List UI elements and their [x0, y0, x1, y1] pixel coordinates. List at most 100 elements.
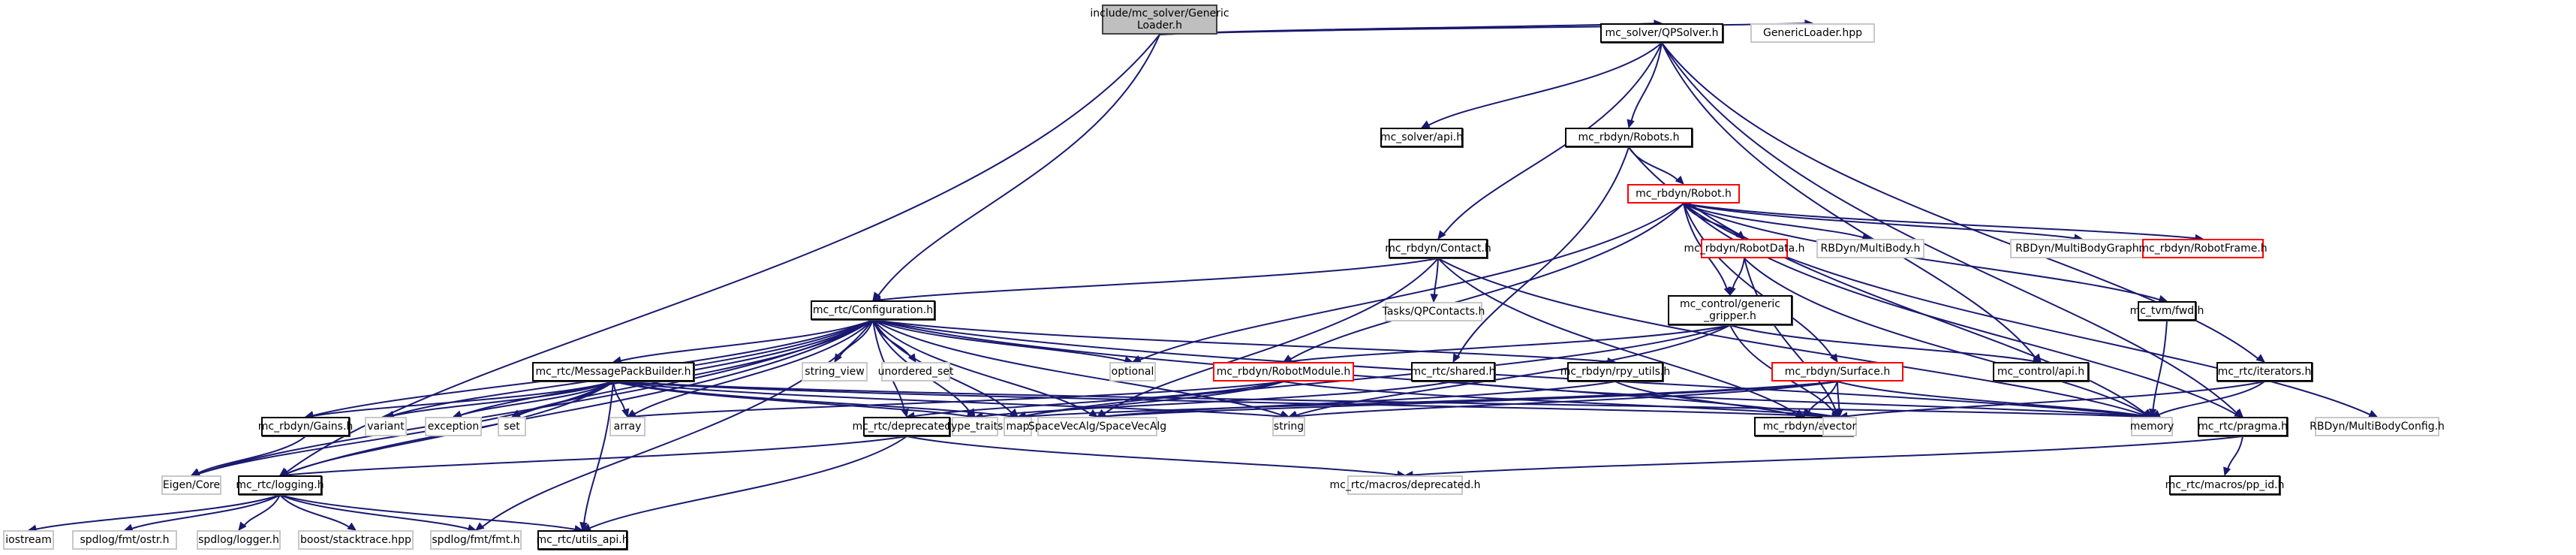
graph-node-pp-id[interactable]: mc_rtc/macros/pp_id.h [2165, 475, 2284, 495]
graph-node-surface[interactable]: mc_rbdyn/Surface.h [1771, 362, 1903, 382]
graph-node-generic-gripper[interactable]: mc_control/generic _gripper.h [1668, 295, 1792, 325]
graph-node-gains[interactable]: mc_rbdyn/Gains.h [258, 417, 353, 436]
edge-robot-to-tvm_fwd [1683, 203, 2160, 300]
edge-logging-to-stacktrace [279, 494, 350, 528]
edge-messagepack-to-string [612, 381, 1282, 418]
graph-node-type-traits[interactable]: type_traits [947, 417, 1003, 436]
edge-messagepack-to-utils_api [583, 381, 614, 523]
graph-node-label: vector [1822, 421, 1857, 433]
graph-node-control-api[interactable]: mc_control/api.h [1993, 362, 2089, 382]
edge-deprecated-to-macros_deprecated [906, 436, 1398, 476]
graph-node-solver-api[interactable]: mc_solver/api.h [1380, 128, 1463, 147]
graph-node-spacevecalg[interactable]: SpaceVecAlg/SpaceVecAlg [1028, 417, 1166, 436]
graph-node-label: mc_rtc/pragma.h [2198, 421, 2288, 433]
graph-node-robotframe[interactable]: mc_rbdyn/RobotFrame.h [2138, 239, 2268, 258]
graph-node-label: include/mc_solver/Generic Loader.h [1090, 8, 1229, 32]
arrowhead-icon [2256, 354, 2265, 363]
edge-robot-to-multibody [1683, 203, 1864, 239]
graph-node-optional[interactable]: optional [1109, 362, 1156, 382]
graph-node-configuration[interactable]: mc_rtc/Configuration.h [811, 300, 935, 320]
arrowhead-icon [1437, 230, 1446, 240]
graph-node-variant[interactable]: variant [365, 417, 407, 436]
graph-node-label: memory [2129, 421, 2174, 433]
graph-node-eigen-core[interactable]: Eigen/Core [161, 475, 221, 495]
graph-node-label: RBDyn/MultiBody.h [1820, 243, 1921, 255]
graph-node-string[interactable]: string [1272, 417, 1305, 436]
graph-node-label: mc_rbdyn/rpy_utils.h [1560, 366, 1671, 378]
arrowhead-icon [2368, 409, 2379, 418]
edge-shared-to-memory [1452, 381, 2145, 418]
graph-node-macros-deprecated[interactable]: mc_rtc/macros/deprecated.h [1330, 475, 1481, 495]
graph-node-label: mc_rtc/macros/deprecated.h [1329, 479, 1481, 491]
edge-contact-to-rbdyn_api [1437, 258, 1798, 415]
graph-node-genericloader-hpp[interactable]: GenericLoader.hpp [1750, 23, 1875, 43]
graph-node-deprecated[interactable]: mc_rtc/deprecated.h [852, 417, 961, 436]
graph-node-label: GenericLoader.hpp [1762, 27, 1863, 39]
graph-node-label: mc_rbdyn/Surface.h [1784, 366, 1891, 378]
edge-robotmodule-to-map [1025, 381, 1284, 417]
graph-node-contact[interactable]: mc_rbdyn/Contact.h [1385, 239, 1491, 258]
edge-configuration-to-fmt_fmt [482, 319, 874, 528]
graph-node-array[interactable]: array [609, 417, 646, 436]
graph-node-fmt-ostr[interactable]: spdlog/fmt/ostr.h [72, 530, 177, 550]
graph-node-map[interactable]: map [1004, 417, 1032, 436]
graph-node-set[interactable]: set [498, 417, 526, 436]
arrowhead-icon [579, 521, 588, 532]
graph-node-robot[interactable]: mc_rbdyn/Robot.h [1627, 184, 1740, 204]
edge-robot-to-optional [1139, 203, 1684, 361]
graph-node-pragma[interactable]: mc_rtc/pragma.h [2198, 417, 2288, 436]
graph-node-label: mc_rbdyn/RobotData.h [1684, 243, 1805, 255]
graph-node-multibodyconfig[interactable]: RBDyn/MultiBodyConfig.h [2310, 417, 2445, 436]
graph-node-qpcontacts[interactable]: Tasks/QPContacts.h [1383, 302, 1485, 321]
edge-gains-to-eigen_core [198, 436, 306, 474]
edge-logging-to-iostream [35, 494, 281, 530]
graph-node-robotmodule[interactable]: mc_rbdyn/RobotModule.h [1213, 362, 1354, 382]
graph-node-messagepack[interactable]: mc_rtc/MessagePackBuilder.h [532, 362, 694, 382]
arrowhead-icon [2234, 409, 2244, 418]
graph-node-root[interactable]: include/mc_solver/Generic Loader.h [1090, 5, 1229, 35]
edge-messagepack-to-vector [612, 381, 1833, 418]
edge-deprecated-to-utils_api [589, 436, 907, 529]
graph-node-label: mc_rbdyn/RobotFrame.h [2138, 243, 2268, 255]
graph-node-label: spdlog/fmt/fmt.h [432, 534, 520, 546]
graph-node-unordered-set[interactable]: unordered_set [878, 362, 953, 382]
graph-node-iostream[interactable]: iostream [3, 530, 54, 550]
edge-pragma-to-macros_deprecated [1412, 436, 2243, 476]
graph-node-multibodygraph[interactable]: RBDyn/MultiBodyGraph.h [2010, 239, 2154, 258]
graph-node-label: mc_rtc/logging.h [236, 479, 324, 491]
arrowhead-icon [238, 521, 247, 531]
graph-node-robots[interactable]: mc_rbdyn/Robots.h [1565, 128, 1693, 147]
graph-node-label: spdlog/fmt/ostr.h [80, 534, 170, 546]
graph-node-label: mc_control/generic _gripper.h [1680, 298, 1780, 322]
edge-robot-to-robotmodule [1290, 203, 1684, 360]
graph-node-iterators[interactable]: mc_rtc/iterators.h [2216, 362, 2313, 382]
arrowhead-icon [2150, 409, 2161, 418]
edge-messagepack-to-type_traits [612, 381, 968, 418]
edge-logging-to-fmt_fmt [279, 494, 469, 530]
graph-node-spdlog-logger[interactable]: spdlog/logger.h [197, 530, 281, 550]
graph-node-rpy-utils[interactable]: mc_rbdyn/rpy_utils.h [1560, 362, 1670, 382]
graph-node-label: mc_rtc/deprecated.h [852, 421, 961, 433]
graph-node-stacktrace[interactable]: boost/stacktrace.hpp [298, 530, 414, 550]
edge-robots-to-shared [1457, 146, 1630, 357]
graph-node-tvm-fwd[interactable]: mc_tvm/fwd.h [2130, 301, 2204, 321]
graph-node-shared[interactable]: mc_rtc/shared.h [1411, 362, 1496, 382]
graph-node-utils-api[interactable]: mc_rtc/utils_api.h [536, 530, 629, 550]
graph-node-vector[interactable]: vector [1822, 417, 1857, 436]
graph-node-label: array [613, 421, 642, 433]
edge-logging-to-utils_api [279, 494, 576, 530]
graph-node-memory[interactable]: memory [2129, 417, 2174, 436]
graph-node-fmt-fmt[interactable]: spdlog/fmt/fmt.h [430, 530, 522, 550]
edge-robot-to-robotframe [1683, 203, 2196, 240]
edge-layer [27, 19, 2379, 533]
graph-node-exception[interactable]: exception [425, 417, 482, 436]
graph-node-multibody[interactable]: RBDyn/MultiBody.h [1816, 239, 1924, 258]
arrowhead-icon [475, 522, 485, 531]
graph-node-string-view[interactable]: string_view [802, 362, 868, 382]
graph-node-label: mc_rtc/Configuration.h [812, 304, 934, 316]
edge-root-to-configuration [877, 34, 1160, 296]
graph-node-logging[interactable]: mc_rtc/logging.h [236, 475, 324, 495]
graph-node-label: boost/stacktrace.hpp [300, 534, 411, 546]
graph-node-qpsolver[interactable]: mc_solver/QPSolver.h [1600, 23, 1723, 43]
graph-node-robotdata[interactable]: mc_rbdyn/RobotData.h [1684, 239, 1805, 258]
